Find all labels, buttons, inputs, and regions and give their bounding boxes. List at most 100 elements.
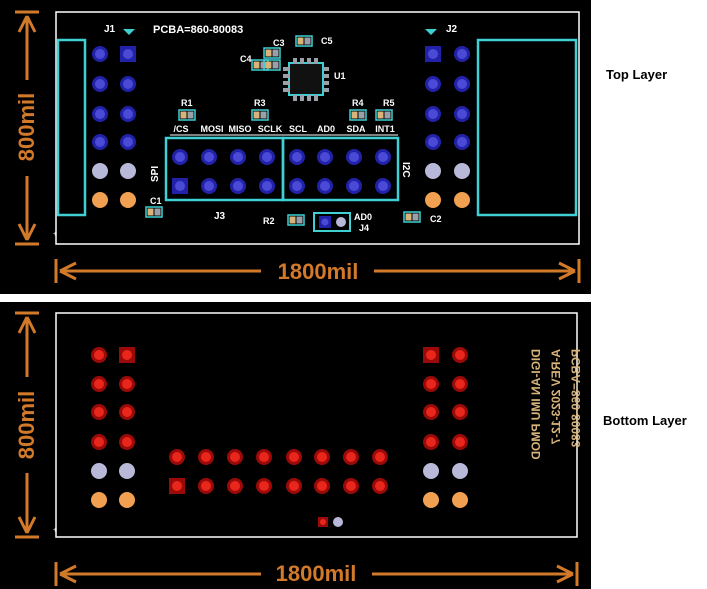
c3-pad-b <box>272 49 279 57</box>
u1-pin-left-2 <box>283 81 289 85</box>
bj1-gnd-pad-1 <box>119 463 135 479</box>
dim-v-arrow-bottom-icon <box>17 223 37 241</box>
r1-pad-a <box>180 111 187 119</box>
bj3-pin-bottom-7-center <box>375 481 385 491</box>
bj3-pin-bottom-3-center <box>259 481 269 491</box>
bottom-origin-marker: + <box>53 527 57 534</box>
u1-pin-right-1 <box>323 74 329 78</box>
bj3-pin-top-3-center <box>259 452 269 462</box>
u1-label: U1 <box>334 71 346 81</box>
j3-pin-top-5-center <box>320 152 330 162</box>
bj1-vcc-pad-1 <box>119 492 135 508</box>
bottom-mirror-text-group: DIGI-AN IMU PMOD A-REV 2023-12-7 PCBA=86… <box>529 349 583 460</box>
bj3-pin-top-0-center <box>172 452 182 462</box>
r3-pad-b <box>260 111 267 119</box>
r5-label: R5 <box>383 98 395 108</box>
bj2-gnd-pad-0 <box>423 463 439 479</box>
signal-label-7: INT1 <box>375 124 395 134</box>
bj1-pin-r3-c0-center <box>94 437 104 447</box>
u1-body <box>288 62 324 96</box>
j1-vcc-pad-0 <box>92 192 108 208</box>
j2-label: J2 <box>446 24 458 35</box>
r1-label: R1 <box>181 98 193 108</box>
j1-pin1-marker-icon <box>123 29 135 35</box>
j2-pin-r1-c0-center <box>428 79 438 89</box>
j1-gnd-pad-1 <box>120 163 136 179</box>
j2-pin-r0-c0-center <box>428 49 438 59</box>
j2-pin-r0-c1-center <box>457 49 467 59</box>
j3-pin-bottom-7-center <box>378 181 388 191</box>
j1-label: J1 <box>104 24 116 35</box>
bj3-pin-top-2-center <box>230 452 240 462</box>
j4-pin1-center <box>321 218 329 226</box>
c1-pad-a <box>147 208 154 216</box>
r4-label: R4 <box>352 98 364 108</box>
j1-pin-r3-c0-center <box>95 137 105 147</box>
bottom-dim-height: 800mil <box>14 391 39 460</box>
bj2-vcc-pad-1 <box>452 492 468 508</box>
j3-pin-bottom-0-center <box>175 181 185 191</box>
j2-pin-r2-c0-center <box>428 109 438 119</box>
dim-v-arrow-top-icon <box>17 316 37 334</box>
c1-pad-b <box>154 208 161 216</box>
u1-pin-top-0 <box>293 58 297 64</box>
j3-pin-bottom-1-center <box>204 181 214 191</box>
bj3-pin-top-7-center <box>375 452 385 462</box>
bj4-pin1-center <box>320 519 326 525</box>
top-layer-label: Top Layer <box>606 67 668 82</box>
r1-outline <box>178 109 196 121</box>
j2-pin-r1-c1-center <box>457 79 467 89</box>
c5-label: C5 <box>321 36 333 46</box>
bj1-pin-r1-c1-center <box>122 379 132 389</box>
top-pin-group <box>92 46 470 208</box>
c4b-outline <box>263 59 281 71</box>
bottom-mirror-line-1: PCBA=860-80083 <box>569 349 583 448</box>
c3-outline <box>263 47 281 59</box>
bj1-pin-r1-c0-center <box>94 379 104 389</box>
j2-vcc-pad-0 <box>425 192 441 208</box>
r5-outline <box>375 109 393 121</box>
j2-pin-r3-c1-center <box>457 137 467 147</box>
j4-label: J4 <box>359 223 369 233</box>
bottom-layer-label: Bottom Layer <box>603 413 687 428</box>
c2-outline <box>403 211 421 223</box>
bottom-pin-group <box>91 347 468 527</box>
j3-pin-top-7-center <box>378 152 388 162</box>
c3-label: C3 <box>273 38 285 48</box>
u1-pin-group <box>283 58 329 101</box>
bottom-mirror-line-3: DIGI-AN IMU PMOD <box>529 349 543 460</box>
j1-pin-r2-c1-center <box>123 109 133 119</box>
top-pcba-text: PCBA=860-80083 <box>153 24 243 36</box>
j3-pin-top-6-center <box>349 152 359 162</box>
bj1-gnd-pad-0 <box>91 463 107 479</box>
bj3-pin-bottom-0-center <box>172 481 182 491</box>
top-dim-height: 800mil <box>14 93 39 162</box>
bottom-dimension-group <box>15 311 579 586</box>
top-board-outline <box>55 11 580 245</box>
bottom-dim-width: 1800mil <box>276 561 357 586</box>
bj3-pin-bottom-2-center <box>230 481 240 491</box>
j1-pin-r0-c0-center <box>95 49 105 59</box>
dim-v-arrow-bottom-icon <box>17 516 37 534</box>
u1-pin-top-1 <box>300 58 304 64</box>
signal-label-1: MOSI <box>200 124 223 134</box>
r3-pad-a <box>253 111 260 119</box>
bj1-pin-r2-c1-center <box>122 407 132 417</box>
bj1-pin-r0-c1-center <box>122 350 132 360</box>
bj2-gnd-pad-1 <box>452 463 468 479</box>
c2-pad-b <box>412 213 419 221</box>
r2-pad-b <box>296 216 303 224</box>
j4-pin2 <box>336 217 346 227</box>
u1-pin-bottom-0 <box>293 95 297 101</box>
top-origin-marker: + <box>53 231 57 238</box>
bj2-pin-r0-c0-center <box>426 350 436 360</box>
signal-label-5: AD0 <box>317 124 335 134</box>
bj1-pin-r3-c1-center <box>122 437 132 447</box>
r5-pad-a <box>377 111 384 119</box>
bottom-mirror-line-2: A-REV 2023-12-7 <box>549 349 563 445</box>
dim-h-arrow-right-icon <box>558 261 576 281</box>
j3-i2c-outline <box>281 136 400 202</box>
j2-pin1-marker-icon <box>425 29 437 35</box>
